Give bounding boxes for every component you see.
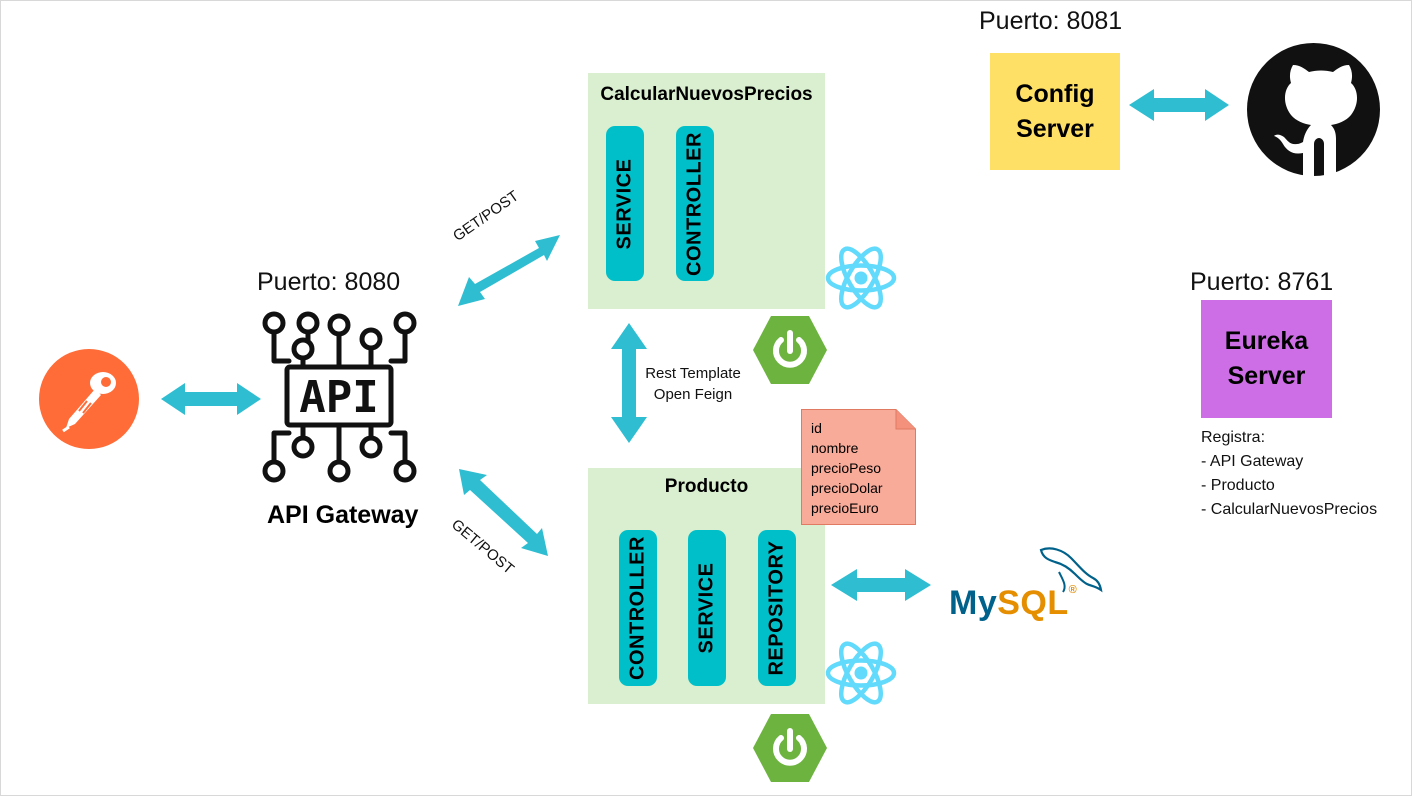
api-text: API bbox=[299, 372, 378, 423]
field-item: precioDolar bbox=[811, 480, 883, 496]
dolphin-icon bbox=[1039, 547, 1103, 593]
gateway-port-label: Puerto: 8080 bbox=[257, 268, 401, 296]
field-item: id bbox=[811, 420, 822, 436]
entity-note-shape bbox=[801, 409, 916, 525]
field-item: precioEuro bbox=[811, 500, 879, 516]
mysql-registered-mark: ® bbox=[1068, 584, 1078, 596]
config-title-line: Server bbox=[1016, 114, 1094, 143]
producto-service-box: Producto CONTROLLER SERVICE REPOSITORY bbox=[588, 468, 825, 704]
producto-fields: id nombre precioPeso precioDolar precioE… bbox=[811, 418, 883, 518]
calcular-service-layer: SERVICE bbox=[606, 126, 644, 281]
gateway-title: API Gateway bbox=[267, 501, 419, 529]
eureka-title-line: Server bbox=[1227, 362, 1306, 390]
layer-label: CONTROLLER bbox=[683, 131, 706, 276]
arrow-gateway-producto bbox=[459, 469, 548, 556]
producto-title: Producto bbox=[664, 476, 749, 497]
calcular-service-box: CalcularNuevosPrecios SERVICE CONTROLLER bbox=[588, 73, 825, 309]
calcular-controller-layer: CONTROLLER bbox=[676, 126, 714, 281]
layer-label: SERVICE bbox=[695, 562, 718, 654]
eureka-port-label: Puerto: 8761 bbox=[1190, 268, 1334, 296]
eureka-server-box: Eureka Server bbox=[1201, 300, 1332, 418]
config-port-label: Puerto: 8081 bbox=[979, 7, 1123, 35]
layer-label: REPOSITORY bbox=[765, 540, 788, 676]
mysql-sql: SQL bbox=[997, 584, 1069, 622]
react-icon bbox=[825, 641, 897, 705]
mysql-my: My bbox=[949, 584, 998, 622]
field-item: precioPeso bbox=[811, 460, 882, 476]
layer-label: CONTROLLER bbox=[626, 536, 649, 680]
registers-label: Registra: bbox=[1201, 429, 1266, 446]
arrow-config-github bbox=[1129, 89, 1229, 121]
layer-label: SERVICE bbox=[613, 158, 636, 249]
config-server-box: Config Server bbox=[990, 53, 1120, 170]
producto-repository-layer: REPOSITORY bbox=[758, 530, 796, 686]
postman-icon bbox=[39, 349, 139, 449]
react-icon bbox=[825, 246, 897, 310]
arrow-postman-gateway bbox=[161, 383, 261, 415]
registered-item: - CalcularNuevosPrecios bbox=[1201, 501, 1378, 518]
eureka-registry-list: Registra: - API Gateway - Producto - Cal… bbox=[1201, 426, 1377, 522]
registered-item: - Producto bbox=[1201, 477, 1275, 494]
spring-boot-icon bbox=[753, 316, 827, 384]
api-gateway-icon: API bbox=[262, 311, 417, 483]
producto-service-layer: SERVICE bbox=[688, 530, 726, 686]
arrow-calcular-producto bbox=[611, 323, 647, 443]
github-icon bbox=[1247, 43, 1380, 176]
mysql-wordmark: MySQL® bbox=[949, 584, 1077, 623]
eureka-title-line: Eureka bbox=[1224, 327, 1309, 355]
calcular-title: CalcularNuevosPrecios bbox=[600, 84, 813, 105]
label-open-feign: Open Feign bbox=[653, 386, 733, 403]
spring-boot-icon bbox=[753, 714, 827, 782]
producto-controller-layer: CONTROLLER bbox=[619, 530, 657, 686]
config-title-line: Config bbox=[1015, 79, 1095, 108]
mysql-logo: MySQL® bbox=[949, 544, 1109, 628]
arrow-gateway-calcular bbox=[458, 235, 560, 306]
label-rest-template: Rest Template bbox=[645, 365, 741, 382]
label-inter-service: Rest Template Open Feign bbox=[633, 363, 753, 405]
field-item: nombre bbox=[811, 440, 859, 456]
registered-item: - API Gateway bbox=[1201, 453, 1304, 470]
arrow-producto-mysql bbox=[831, 569, 931, 601]
